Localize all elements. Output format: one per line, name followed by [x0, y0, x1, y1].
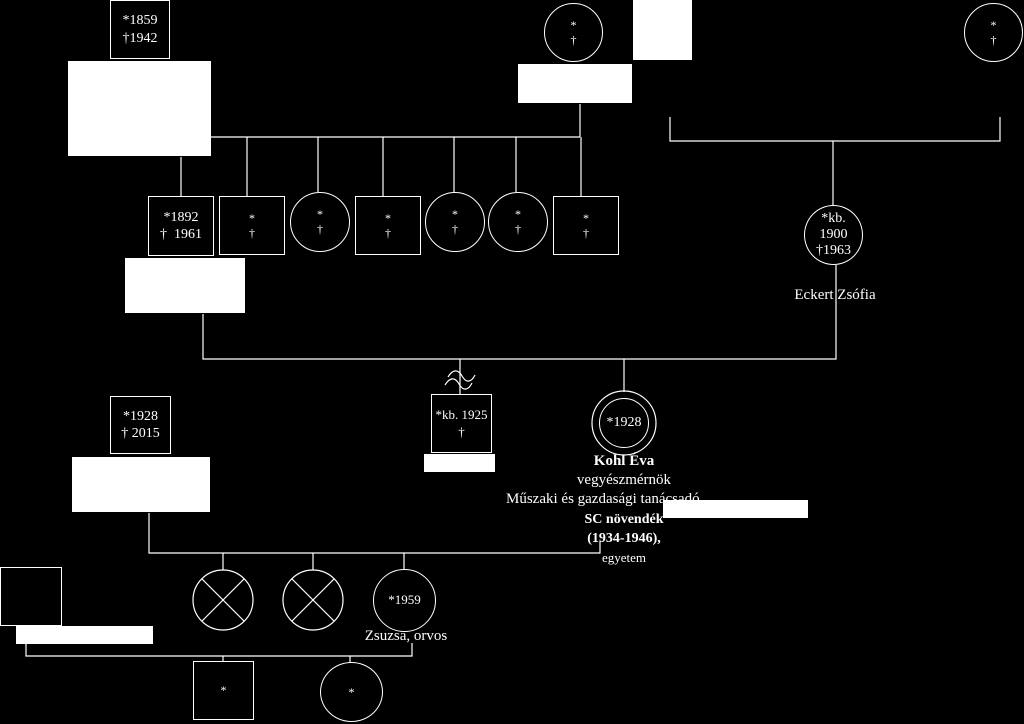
- sibling-death: †: [385, 225, 391, 240]
- son-in-law-node: [0, 567, 62, 626]
- proband-school: SC növendék: [584, 512, 664, 527]
- daughter-birth: *1959: [388, 592, 421, 608]
- husband-death: † 2015: [121, 426, 160, 441]
- sibling-birth: *: [249, 210, 255, 225]
- maternal-grandmother-node: * †: [964, 3, 1023, 62]
- sibling-node: * †: [290, 192, 350, 252]
- husband-birth: *1928: [123, 408, 158, 424]
- grandchild-node: *: [193, 661, 254, 720]
- daughter-label: Zsuzsa, orvos: [364, 628, 448, 644]
- brother-death: †: [458, 423, 465, 439]
- proband-role: Műszaki és gazdasági tanácsadó: [506, 491, 700, 507]
- sibling-birth: *: [385, 210, 391, 225]
- sibling-node: * †: [553, 196, 619, 255]
- maternal-grandmother-death: †: [990, 32, 997, 47]
- sibling-node: * †: [219, 196, 285, 255]
- sibling-death: †: [452, 222, 458, 236]
- grandchild-birth: *: [220, 683, 227, 697]
- proband-occupation: vegyészmérnök: [576, 472, 672, 488]
- sibling-birth: *: [583, 210, 589, 225]
- father-node: *1892 † 1961: [148, 196, 214, 256]
- sibling-death: †: [583, 225, 589, 240]
- maternal-grandmother-birth: *: [990, 17, 997, 32]
- proband-name: Kohl Éva: [593, 453, 655, 469]
- proband-node: *1928: [599, 398, 649, 448]
- mother-node: *kb. 1900 †1963: [804, 205, 863, 265]
- mother-death: †1963: [816, 243, 851, 259]
- father-death: † 1961: [160, 227, 202, 242]
- husband-node: *1928 † 2015: [110, 396, 171, 454]
- mother-birth-prefix: *kb.: [821, 210, 846, 226]
- grandchild-birth: *: [348, 684, 355, 699]
- grandmother-death: †: [570, 32, 577, 47]
- sibling-birth: *: [515, 207, 521, 221]
- sibling-node: * †: [488, 192, 548, 252]
- brother-node: *kb. 1925 †: [431, 394, 492, 453]
- grandfather-death: †1942: [122, 30, 158, 46]
- sibling-node: * †: [355, 196, 421, 255]
- grandfather-birth: *1859: [122, 13, 158, 28]
- mother-name: Eckert Zsófia: [794, 287, 876, 303]
- sibling-death: †: [317, 222, 323, 236]
- brother-birth: *kb. 1925: [435, 407, 488, 423]
- proband-education: egyetem: [601, 550, 647, 565]
- grandmother-birth: *: [570, 17, 577, 32]
- proband-school-years: (1934-1946),: [587, 531, 661, 546]
- daughter-node: *1959: [373, 569, 436, 632]
- sibling-death: †: [515, 222, 521, 236]
- sibling-node: * †: [425, 192, 485, 252]
- sibling-death: †: [249, 225, 255, 240]
- grandmother-node: * †: [544, 3, 603, 62]
- sibling-birth: *: [452, 207, 458, 221]
- grandfather-node: *1859 †1942: [110, 0, 170, 59]
- sibling-birth: *: [317, 207, 323, 221]
- mother-birth-year: 1900: [819, 226, 848, 242]
- proband-birth: *1928: [606, 415, 642, 431]
- father-birth: *1892: [163, 209, 199, 225]
- grandchild-node: *: [320, 662, 383, 722]
